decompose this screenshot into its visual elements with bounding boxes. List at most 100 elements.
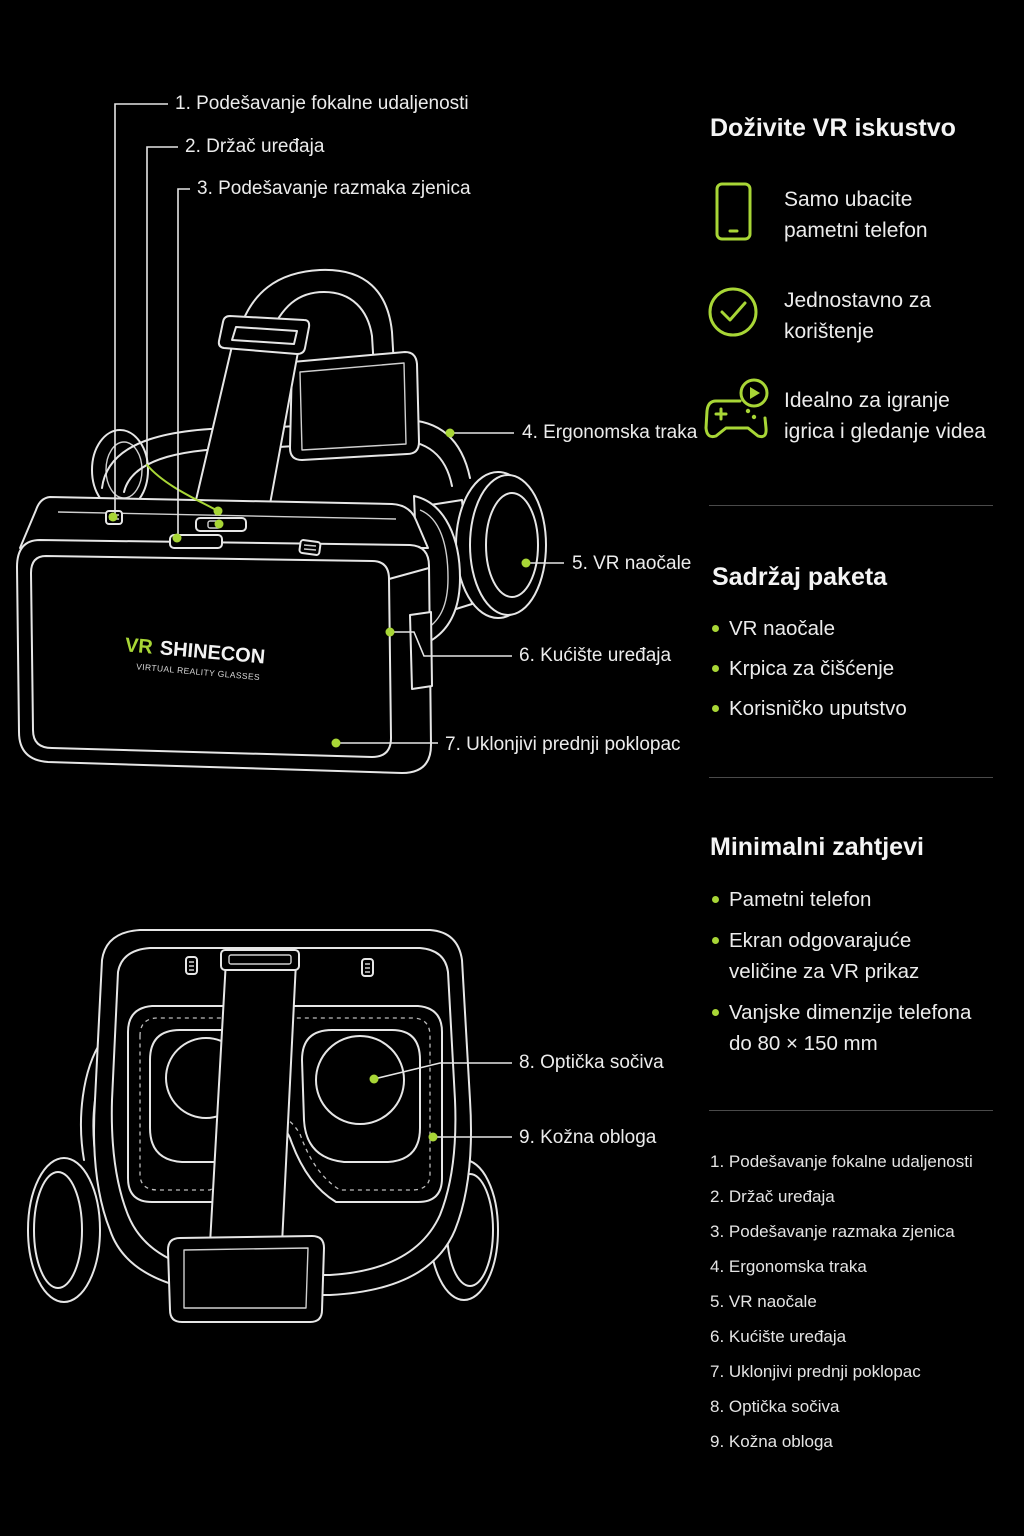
rear-pad-seam [299, 362, 407, 451]
left-earphone-back-inner [33, 1171, 83, 1289]
callout-label-8: 8. Optička sočiva [519, 1052, 664, 1073]
callout-dot-5 [521, 558, 531, 568]
callout-label-4: 4. Ergonomska traka [522, 422, 698, 443]
callout-label-6: 6. Kućište uređaja [519, 645, 672, 666]
list-item: VR naočale [712, 613, 907, 644]
callout-label-5: 5. VR naočale [572, 553, 692, 574]
callout-dot-8 [369, 1074, 379, 1084]
right-lens-cup [301, 1029, 421, 1163]
legend-item: 3. Podešavanje razmaka zjenica [710, 1222, 955, 1241]
smartphone-icon [715, 182, 752, 241]
pupil-distance-button [169, 534, 223, 549]
list-item: Korisničko uputstvo [712, 693, 907, 724]
legend-item: 5. VR naočale [710, 1292, 817, 1311]
bullet-dot [712, 937, 719, 944]
callout-dot-3 [172, 533, 182, 543]
right-vent-ridges [365, 963, 370, 973]
section-divider [709, 1110, 993, 1111]
back-shell-rim [110, 947, 457, 1276]
list-item-text: veličine za VR prikaz [729, 960, 920, 983]
list-item: Ekran odgovarajuće veličine za VR prikaz [712, 925, 971, 987]
callout-dot-2a [213, 506, 223, 516]
back-rear-pad-seam [183, 1247, 309, 1309]
package-title: Sadržaj paketa [712, 563, 888, 591]
play-circle [739, 378, 769, 408]
callout-leader-3 [177, 188, 190, 535]
list-item-text: Ekran odgovarajuće [729, 929, 912, 952]
headset-front-cover [16, 539, 432, 774]
top-strap-loop [237, 268, 397, 403]
legend-item: 7. Uklonjivi prednji poklopac [710, 1362, 921, 1381]
cushion-stitching [139, 1017, 431, 1191]
callout-label-3: 3. Podešavanje razmaka zjenica [197, 178, 471, 199]
back-rear-pad [167, 1235, 325, 1323]
requirements-title: Minimalni zahtjevi [710, 833, 924, 861]
callout-dot-4 [445, 428, 455, 438]
list-item-text: Pametni telefon [729, 888, 872, 911]
left-arm [80, 1039, 103, 1161]
back-strap-buckle-slot [228, 954, 292, 965]
smartphone-body [715, 182, 752, 241]
check-circle-ring [708, 287, 758, 337]
check-mark [720, 301, 747, 322]
list-item-text: Vanjske dimenzije telefona [729, 1001, 972, 1024]
front-cover-side-edge [388, 567, 430, 580]
callout-dot-2b [214, 519, 224, 529]
callout-label-7: 7. Uklonjivi prednji poklopac [445, 734, 681, 755]
left-earphone-back [27, 1157, 101, 1303]
back-strap-buckle [220, 949, 300, 971]
callout-leader-6 [390, 631, 512, 657]
list-item-text: do 80 × 150 mm [729, 1032, 878, 1055]
list-item: Vanjske dimenzije telefona do 80 × 150 m… [712, 997, 971, 1059]
callout-dot-1 [108, 512, 118, 522]
gamepad-button-b [751, 414, 757, 420]
package-list: VR naočale Krpica za čišćenje Korisničko… [712, 613, 907, 733]
logo-prefix: VR [124, 634, 154, 658]
callout-label-1: 1. Podešavanje fokalne udaljenosti [175, 93, 469, 114]
legend-item: 8. Optička sočiva [710, 1397, 840, 1416]
right-earphone-cushion [469, 474, 547, 616]
list-item-text: Korisničko uputstvo [729, 697, 907, 720]
bullet-dot [712, 625, 719, 632]
legend-item: 6. Kućište uređaja [710, 1327, 847, 1346]
list-item: Pametni telefon [712, 884, 971, 915]
front-view-headset: VR SHINECON VIRTUAL REALITY GLASSES [16, 268, 547, 774]
callout-label-2: 2. Držač uređaja [185, 136, 325, 157]
callout-dot-7 [331, 738, 341, 748]
strap-buckle-slot [231, 326, 298, 345]
front-strap [195, 345, 299, 505]
section-divider [709, 505, 993, 506]
gamepad-body [704, 399, 768, 439]
section-divider [709, 777, 993, 778]
bullet-dot [712, 896, 719, 903]
feature-line: Jednostavno za [784, 289, 932, 312]
callout-leader-1 [114, 103, 168, 515]
feature-easy-text: Jednostavno za korištenje [784, 285, 931, 347]
back-strap [209, 959, 297, 1245]
bullet-dot [712, 665, 719, 672]
legend-item: 9. Kožna obloga [710, 1432, 833, 1451]
legend-item: 1. Podešavanje fokalne udaljenosti [710, 1152, 973, 1171]
right-earphone-center [485, 492, 539, 598]
feature-line: Samo ubacite [784, 188, 913, 211]
callout-dot-9 [428, 1132, 438, 1142]
parts-legend: 1. Podešavanje fokalne udaljenosti 2. Dr… [710, 1150, 973, 1465]
front-cover-panel [30, 555, 392, 758]
callout-leaders [108, 103, 564, 1142]
experience-title: Doživite VR iskustvo [710, 114, 956, 142]
list-item-text: Krpica za čišćenje [729, 657, 895, 680]
right-optical-lens [315, 1035, 405, 1125]
rear-pad [289, 351, 420, 461]
feature-line: Idealno za igranje [784, 389, 950, 412]
list-item: Krpica za čišćenje [712, 653, 907, 684]
left-vent-ridges [189, 961, 194, 971]
back-view-headset [27, 929, 499, 1323]
bullet-dot [712, 1009, 719, 1016]
check-circle-icon [708, 287, 758, 337]
gamepad-dpad [714, 407, 728, 421]
bullet-dot [712, 705, 719, 712]
feature-line: pametni telefon [784, 219, 928, 242]
callout-label-9: 9. Kožna obloga [519, 1127, 657, 1148]
gamepad-button-a [745, 408, 751, 414]
feature-gaming-text: Idealno za igranje igrica i gledanje vid… [784, 385, 986, 447]
